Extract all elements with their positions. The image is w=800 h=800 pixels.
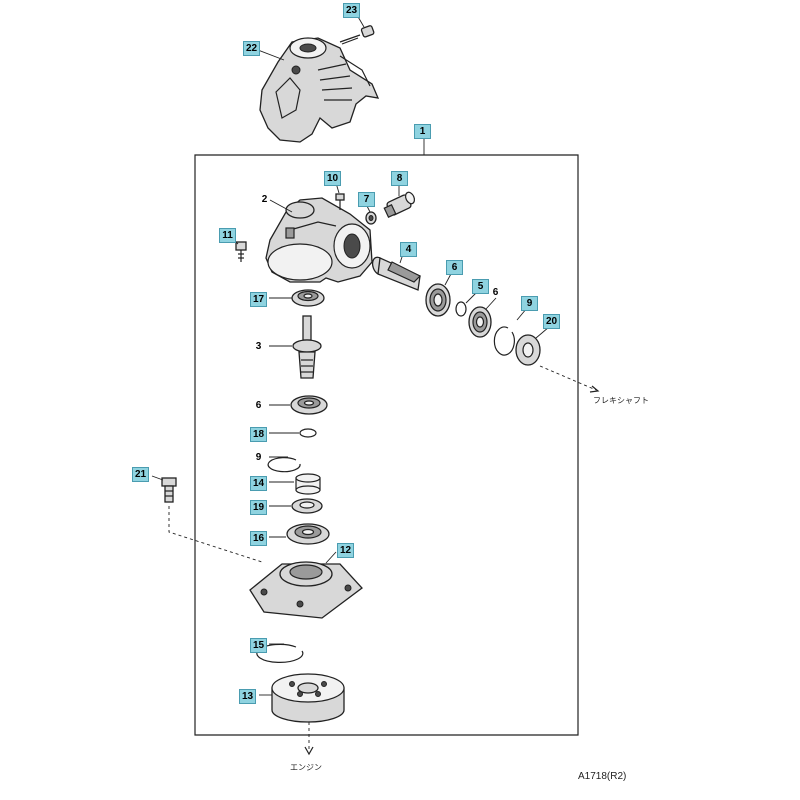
bolt-11-drawing [235, 241, 247, 262]
label-16: 16 [250, 531, 268, 546]
label-14: 14 [250, 476, 268, 491]
gear-case-2-drawing [265, 197, 373, 283]
engine-arrow-head [304, 746, 314, 756]
flex-shaft-dashed-line [539, 365, 597, 391]
label-6c: 6 [255, 400, 262, 411]
label-9b: 9 [255, 452, 262, 463]
label-5: 5 [472, 279, 489, 294]
label-6b: 6 [492, 287, 499, 298]
sleeve-14-drawing [295, 473, 321, 495]
label-10: 10 [324, 171, 342, 186]
fitting-8-drawing [383, 191, 416, 219]
label-7: 7 [358, 192, 375, 207]
bolt-21-drawing [161, 477, 177, 503]
ring-18-drawing [299, 428, 317, 438]
engine-note: エンジン [290, 763, 322, 772]
label-18: 18 [250, 427, 268, 442]
assembly-frame [194, 154, 579, 736]
label-9a: 9 [521, 296, 538, 311]
screw-23-drawing [339, 25, 375, 45]
flex-shaft-arrow-head [589, 385, 600, 393]
label-21: 21 [132, 467, 150, 482]
label-12: 12 [337, 543, 355, 558]
bearing-6c-drawing [290, 395, 328, 415]
label-19: 19 [250, 500, 268, 515]
label-2: 2 [261, 194, 268, 205]
cover-22-drawing [259, 37, 380, 143]
clutch-drum-13-drawing [271, 673, 345, 723]
label-15: 15 [250, 638, 268, 653]
washer-7-drawing [365, 211, 377, 225]
shaft-4-drawing [371, 256, 422, 291]
circlip-9b-drawing [267, 457, 301, 473]
ring-5-drawing [455, 301, 467, 317]
label-1: 1 [414, 124, 431, 139]
bearing-17-drawing [291, 289, 325, 307]
seal-19-drawing [291, 498, 323, 514]
label-6a: 6 [446, 260, 463, 275]
label-23: 23 [343, 3, 361, 18]
seal-20-drawing [515, 334, 541, 366]
leader-6b [485, 297, 497, 310]
flange-12-drawing [249, 561, 363, 619]
shaft-3-drawing [292, 315, 322, 379]
circlip-9a-drawing [493, 326, 515, 356]
drawing-code: A1718(R2) [578, 771, 627, 782]
label-8: 8 [391, 171, 408, 186]
leader-21 [151, 475, 164, 481]
bolt-10-drawing [335, 193, 345, 210]
bolt-21-dashed-line [168, 506, 263, 563]
label-22: 22 [243, 41, 261, 56]
label-13: 13 [239, 689, 257, 704]
label-11: 11 [219, 228, 236, 243]
label-20: 20 [543, 314, 561, 329]
bearing-6a-drawing [425, 283, 451, 317]
leader-12 [325, 551, 337, 564]
label-3: 3 [255, 341, 262, 352]
label-17: 17 [250, 292, 268, 307]
bearing-6b-drawing [468, 306, 492, 338]
label-4: 4 [400, 242, 417, 257]
flex-shaft-note: フレキシャフト [593, 396, 649, 405]
leader-2 [269, 199, 293, 213]
bearing-16-drawing [286, 523, 330, 545]
